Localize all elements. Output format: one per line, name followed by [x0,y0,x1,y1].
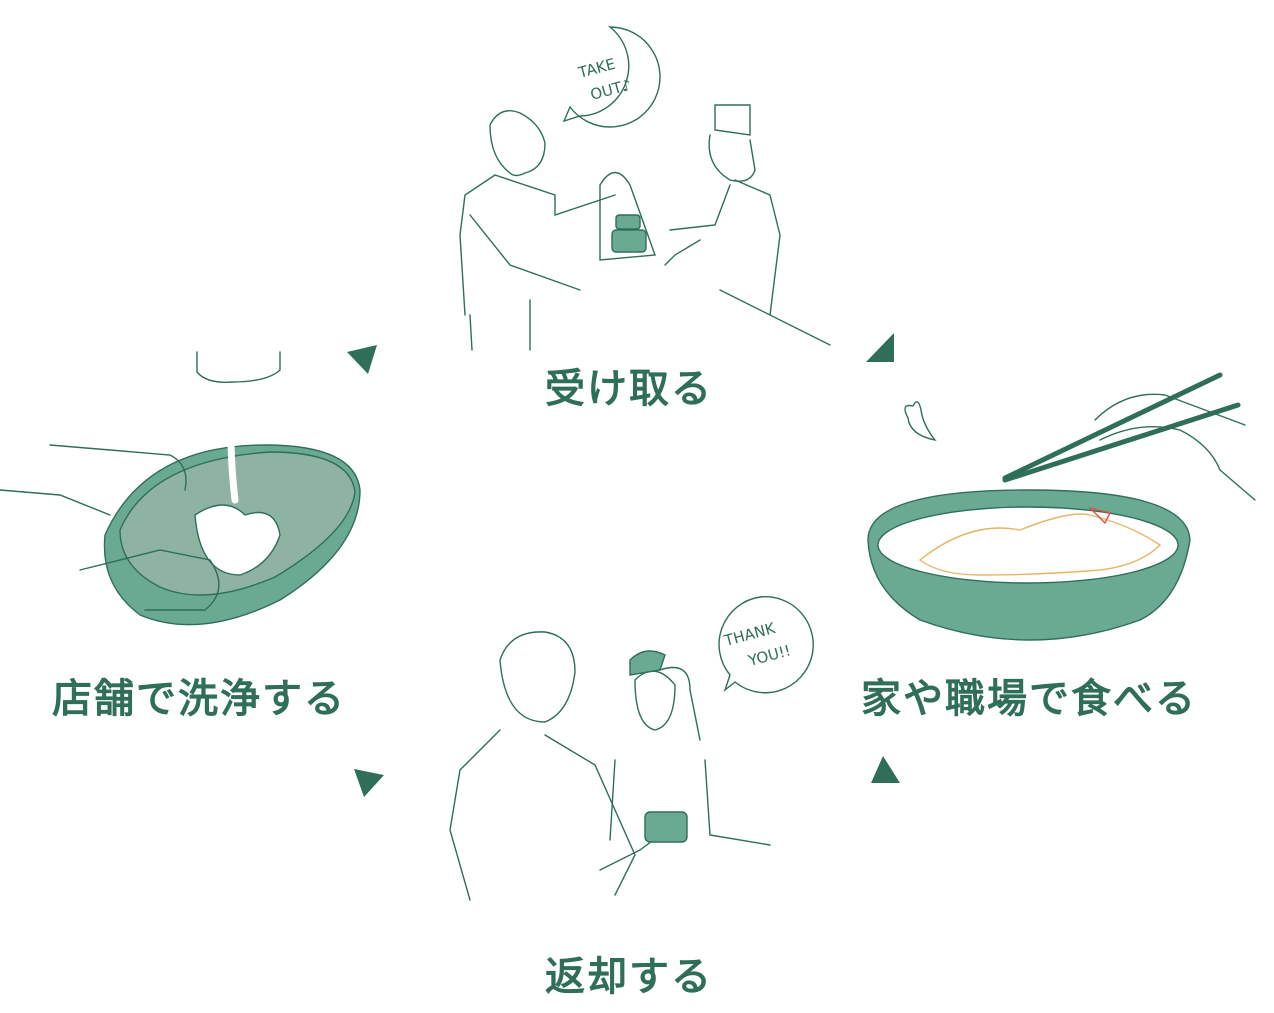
speech-bubble [718,596,814,694]
step-label-eat: 家や職場で食べる [861,676,1197,722]
bubble-text-line2: YOU!! [745,641,792,670]
arrow-triangle-icon [866,333,894,362]
bubble-text-line1: TAKE [575,55,617,82]
step-label-receive: 受け取る [545,366,713,412]
takeout-illustration [459,26,831,351]
return-illustration [449,596,814,901]
step-label-return: 返却する [545,954,713,1000]
washing-illustration [0,351,361,626]
arrow-triangle-icon [354,769,384,797]
arrow-triangle-icon [347,345,377,374]
arrow-triangle-icon [871,756,900,783]
speech-bubble [562,26,661,128]
bowl-meal-illustration [867,372,1256,641]
step-label-wash: 店舗で洗浄する [52,676,346,722]
bubble-text-line2: OUT♪ [588,76,633,104]
